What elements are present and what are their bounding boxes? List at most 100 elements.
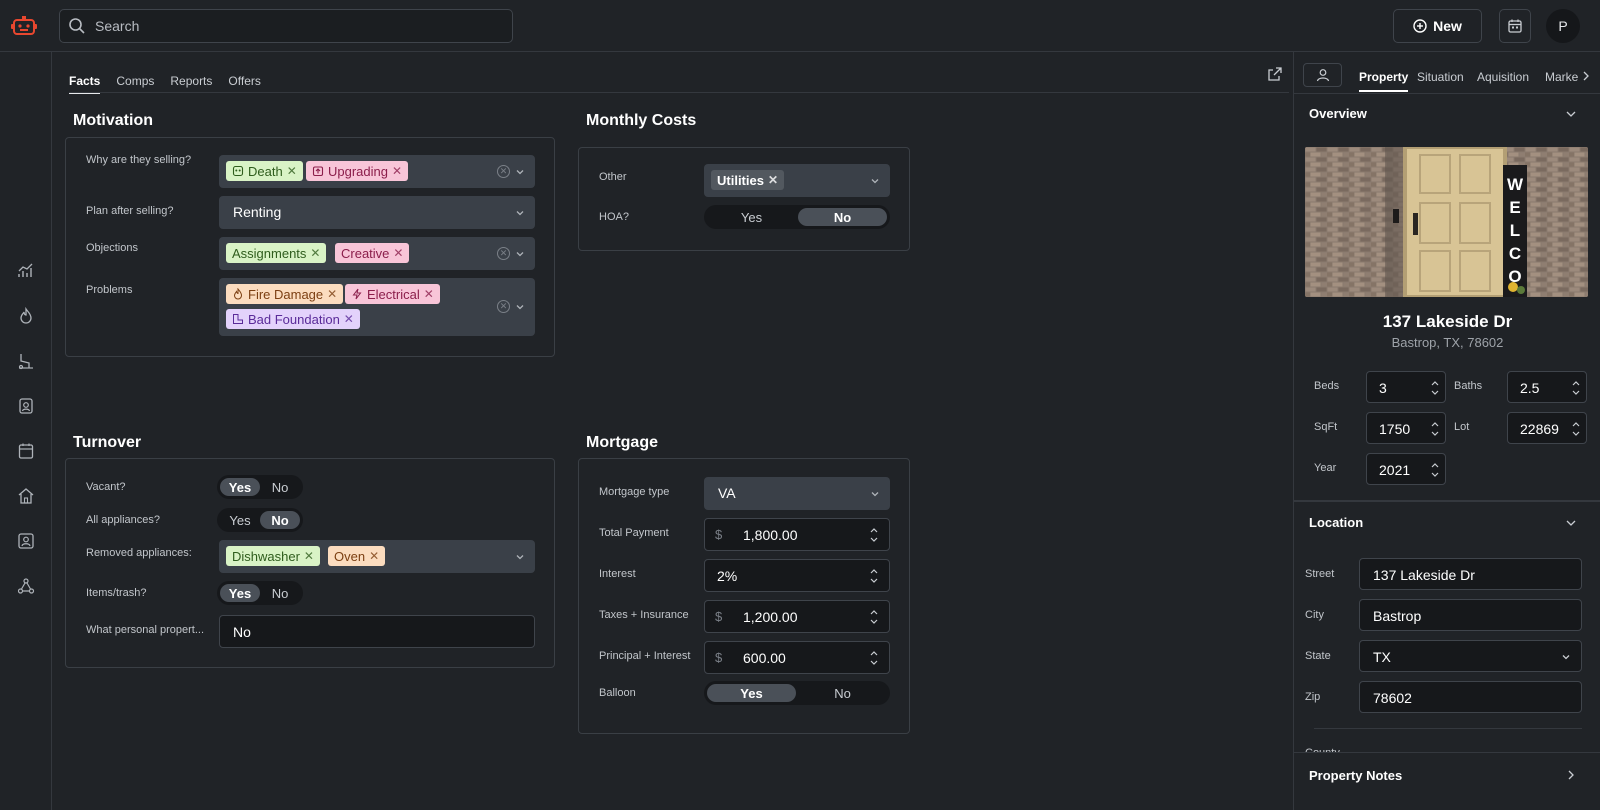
sidebar-item-routes[interactable] bbox=[16, 351, 36, 371]
mortgage-type-select[interactable]: VA bbox=[704, 477, 890, 510]
tab-facts[interactable]: Facts bbox=[69, 74, 101, 94]
user-avatar[interactable]: P bbox=[1546, 9, 1580, 43]
tab-reports[interactable]: Reports bbox=[170, 74, 213, 88]
calendar-button[interactable] bbox=[1499, 9, 1531, 43]
items-toggle[interactable]: Yes No bbox=[217, 581, 303, 605]
street-input[interactable]: 137 Lakeside Dr bbox=[1359, 558, 1582, 590]
stepper-icon[interactable] bbox=[1571, 378, 1581, 398]
remove-fire-damage-icon[interactable]: ✕ bbox=[327, 287, 338, 301]
interest-input[interactable]: 2% bbox=[704, 559, 890, 592]
tag-oven-label: Oven bbox=[334, 548, 366, 564]
tab-offers[interactable]: Offers bbox=[228, 74, 261, 88]
plan-select[interactable]: Renting bbox=[219, 196, 535, 229]
sidebar-item-hot[interactable] bbox=[16, 306, 36, 326]
hoa-no-option[interactable]: No bbox=[798, 208, 887, 226]
vacant-yes-option[interactable]: Yes bbox=[220, 478, 260, 496]
location-header[interactable]: Location bbox=[1294, 515, 1600, 530]
tab-property[interactable]: Property bbox=[1359, 70, 1409, 92]
motivation-title: Motivation bbox=[73, 112, 153, 129]
vacant-no-option[interactable]: No bbox=[271, 479, 289, 495]
stepper-icon[interactable] bbox=[1430, 378, 1440, 398]
stepper-icon[interactable] bbox=[1430, 460, 1440, 480]
chevron-down-icon[interactable] bbox=[515, 552, 525, 562]
hoa-yes-option[interactable]: Yes bbox=[740, 209, 763, 225]
city-input[interactable]: Bastrop bbox=[1359, 599, 1582, 631]
stepper-icon[interactable] bbox=[869, 648, 879, 668]
appliances-yes-option[interactable]: Yes bbox=[229, 512, 251, 528]
robot-logo-icon[interactable] bbox=[11, 13, 37, 39]
balloon-yes-option[interactable]: Yes bbox=[707, 684, 796, 702]
clear-problems-icon[interactable]: ✕ bbox=[497, 300, 510, 313]
hoa-toggle[interactable]: Yes No bbox=[704, 205, 890, 229]
appliances-toggle[interactable]: Yes No bbox=[217, 508, 303, 532]
remove-upgrading-icon[interactable]: ✕ bbox=[392, 164, 403, 178]
chevron-down-icon[interactable] bbox=[515, 167, 525, 177]
clear-why-icon[interactable]: ✕ bbox=[497, 165, 510, 178]
chevron-down-icon[interactable] bbox=[515, 208, 525, 218]
chevron-down-icon[interactable] bbox=[1561, 652, 1571, 662]
total-payment-input[interactable]: $ 1,800.00 bbox=[704, 518, 890, 551]
remove-dishwasher-icon[interactable]: ✕ bbox=[303, 549, 314, 563]
stepper-icon[interactable] bbox=[869, 525, 879, 545]
sidebar-item-analytics[interactable] bbox=[16, 261, 36, 281]
appliances-no-option[interactable]: No bbox=[260, 511, 300, 529]
tab-marketing[interactable]: Marke bbox=[1545, 70, 1579, 84]
clear-objections-icon[interactable]: ✕ bbox=[497, 247, 510, 260]
search-input[interactable] bbox=[95, 10, 505, 42]
state-select[interactable]: TX bbox=[1359, 640, 1582, 672]
contact-button[interactable] bbox=[1303, 63, 1342, 87]
items-no-option[interactable]: No bbox=[271, 585, 289, 601]
sidebar-item-contacts[interactable] bbox=[16, 396, 36, 416]
chevron-down-icon[interactable] bbox=[870, 489, 880, 499]
balloon-no-option[interactable]: No bbox=[834, 685, 851, 701]
remove-oven-icon[interactable]: ✕ bbox=[369, 549, 380, 563]
zip-input[interactable]: 78602 bbox=[1359, 681, 1582, 713]
problems-select[interactable]: Fire Damage ✕ Electrical ✕ Bad Foundatio… bbox=[219, 278, 535, 336]
stepper-icon[interactable] bbox=[869, 566, 879, 586]
taxes-input[interactable]: $ 1,200.00 bbox=[704, 600, 890, 633]
personal-input[interactable]: No bbox=[219, 615, 535, 648]
tab-situation[interactable]: Situation bbox=[1417, 70, 1464, 84]
sidebar-item-network[interactable] bbox=[16, 576, 36, 596]
stepper-icon[interactable] bbox=[869, 607, 879, 627]
chevron-down-icon[interactable] bbox=[515, 302, 525, 312]
remove-assignments-icon[interactable]: ✕ bbox=[310, 246, 321, 260]
remove-creative-icon[interactable]: ✕ bbox=[393, 246, 404, 260]
lot-input[interactable]: 22869 bbox=[1507, 412, 1587, 444]
principal-interest-input[interactable]: $ 600.00 bbox=[704, 641, 890, 674]
property-notes-header[interactable]: Property Notes bbox=[1294, 752, 1600, 810]
overview-header[interactable]: Overview bbox=[1294, 106, 1600, 121]
stepper-icon[interactable] bbox=[1430, 419, 1440, 439]
beds-input[interactable]: 3 bbox=[1366, 371, 1446, 403]
zip-label: Zip bbox=[1305, 691, 1321, 703]
balloon-toggle[interactable]: Yes No bbox=[704, 681, 890, 705]
sidebar-item-properties[interactable] bbox=[16, 486, 36, 506]
chevron-down-icon[interactable] bbox=[515, 249, 525, 259]
why-select[interactable]: Death ✕ Upgrading ✕ ✕ bbox=[219, 155, 535, 188]
removed-select[interactable]: Dishwasher ✕ Oven ✕ bbox=[219, 540, 535, 573]
stepper-icon[interactable] bbox=[1571, 419, 1581, 439]
remove-death-icon[interactable]: ✕ bbox=[286, 164, 297, 178]
sqft-input[interactable]: 1750 bbox=[1366, 412, 1446, 444]
remove-utilities-icon[interactable]: ✕ bbox=[767, 173, 779, 187]
new-button[interactable]: New bbox=[1393, 9, 1482, 43]
tab-aquisition[interactable]: Aquisition bbox=[1477, 70, 1530, 84]
remove-bad-foundation-icon[interactable]: ✕ bbox=[343, 312, 354, 326]
tab-comps[interactable]: Comps bbox=[116, 74, 155, 88]
remove-electrical-icon[interactable]: ✕ bbox=[423, 287, 434, 301]
search-box[interactable] bbox=[59, 9, 513, 43]
vacant-toggle[interactable]: Yes No bbox=[217, 475, 303, 499]
sidebar-item-calendar[interactable] bbox=[16, 441, 36, 461]
chevron-right-icon[interactable] bbox=[1567, 769, 1575, 781]
objections-select[interactable]: Assignments ✕ Creative ✕ ✕ bbox=[219, 237, 535, 270]
chevron-right-icon[interactable] bbox=[1582, 71, 1590, 81]
year-input[interactable]: 2021 bbox=[1366, 453, 1446, 485]
external-link-icon[interactable] bbox=[1267, 66, 1283, 82]
sidebar-item-people[interactable] bbox=[16, 531, 36, 551]
items-yes-option[interactable]: Yes bbox=[220, 584, 260, 602]
baths-input[interactable]: 2.5 bbox=[1507, 371, 1587, 403]
chevron-down-icon[interactable] bbox=[1565, 518, 1577, 528]
chevron-down-icon[interactable] bbox=[870, 176, 880, 186]
other-select[interactable]: Utilities ✕ bbox=[704, 164, 890, 197]
chevron-down-icon[interactable] bbox=[1565, 109, 1577, 119]
